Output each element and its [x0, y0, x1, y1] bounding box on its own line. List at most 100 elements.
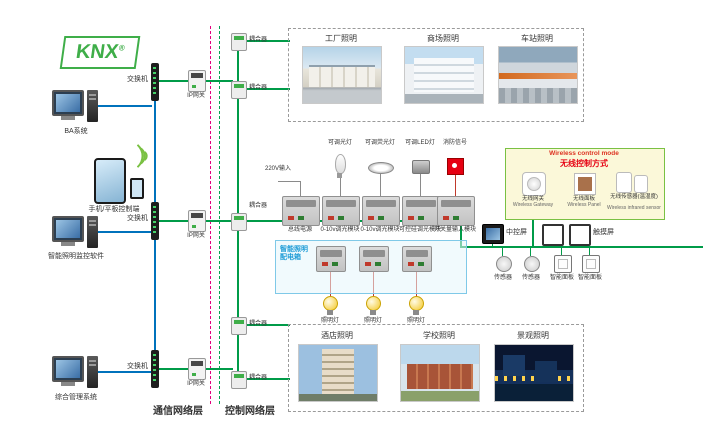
comm-layer-legend: 通信网络层	[153, 406, 203, 417]
lamp-label-3: 照明灯	[406, 318, 425, 324]
scene-label-station: 车站照明	[521, 34, 553, 43]
distbox-title-line1: 智能照明	[280, 246, 308, 253]
scene-photo-station	[498, 46, 578, 104]
line-coupler5-scenes	[245, 378, 290, 380]
wireless-sensor-label-en: Wireless infrared sensor	[607, 205, 661, 211]
monitor-icon	[52, 216, 84, 246]
dimmer-module-2	[362, 196, 400, 226]
tablet-icon	[94, 158, 126, 204]
scene-label-mall: 商场照明	[427, 34, 459, 43]
line-pc2-switch	[98, 231, 152, 233]
tower-icon	[87, 90, 98, 122]
ip-gateway-label-mid: IP网关	[187, 233, 205, 239]
line-coupler4-scenes	[245, 324, 290, 326]
coupler-icon-2	[231, 81, 247, 99]
bottom-scenes-box	[288, 324, 584, 412]
switch-label-bottom: 交换机	[127, 363, 148, 370]
stub-sensor1	[502, 246, 503, 256]
stub-sensor2	[530, 246, 531, 256]
stub-panel1	[561, 246, 562, 255]
lamp-label-1: 照明灯	[320, 318, 339, 324]
sensor-icon-1	[496, 256, 512, 272]
touch-screen-label: 触摸屏	[593, 229, 614, 236]
scene-label-factory: 工厂照明	[325, 34, 357, 43]
switch-actuator-3	[402, 246, 432, 272]
load-label-led: 可调LED灯	[405, 140, 435, 146]
lamp-label-2: 照明灯	[363, 318, 382, 324]
distribution-box-title: 智能照明 配电箱	[280, 246, 320, 263]
ba-computer	[52, 90, 98, 122]
knx-logo: KNX®	[59, 36, 141, 69]
dimmer2-label: 0-10v调光模块	[360, 227, 400, 233]
line-pc1-switch	[98, 105, 152, 107]
wifi-icon	[122, 142, 151, 170]
coupler-label-5: 耦合器	[249, 375, 268, 381]
coupler-label-1: 耦合器	[249, 37, 268, 43]
stub-ctrlscreen	[492, 242, 493, 246]
wireless-panel-icon	[574, 173, 596, 195]
smart-panel-label-1: 智能面板	[549, 275, 574, 281]
led-lamp-icon	[412, 160, 430, 174]
ip-gateway-label-bottom: IP网关	[187, 381, 205, 387]
scene-photo-landscape	[494, 344, 574, 402]
stub-panel2	[589, 246, 590, 255]
lamp-bulb-icon-2	[366, 296, 381, 315]
sensor-label-2: 传感器	[521, 275, 540, 281]
monitor-computer-label: 智能照明监控软件	[48, 253, 104, 260]
load-label-fluorescent: 可调荧光灯	[364, 140, 395, 146]
ip-gateway-icon-top	[188, 70, 206, 92]
wireless-panel-label-cn: 无线面板	[572, 196, 595, 202]
line-coupler1-scenes	[245, 40, 290, 42]
lamp-bulb-icon-3	[409, 296, 424, 315]
line-coupler2-scenes	[245, 88, 290, 90]
scene-label-landscape: 景观照明	[517, 331, 549, 340]
load-label-dimmable: 可调光灯	[327, 140, 352, 146]
coupler-label-2: 耦合器	[249, 85, 268, 91]
input-module-label: 开关量输入模块	[433, 227, 476, 233]
smart-panel-icon-1	[554, 255, 572, 273]
scene-photo-hotel	[298, 344, 378, 402]
switch-label-mid: 交换机	[127, 215, 148, 222]
scene-photo-factory	[302, 46, 382, 104]
wireless-title-cn: 无线控制方式	[560, 159, 608, 168]
triac-dimmer-module	[402, 196, 440, 226]
ip-gateway-icon-mid	[188, 210, 206, 232]
line-bus-drop	[460, 220, 462, 246]
scene-label-school: 学校照明	[423, 331, 455, 340]
phone-icon	[130, 178, 144, 199]
ba-computer-label: BA系统	[64, 128, 88, 135]
dimmer-module-1	[322, 196, 360, 226]
monitor-icon	[52, 90, 84, 120]
switch-actuator-1	[316, 246, 346, 272]
comm-layer-divider	[210, 26, 211, 404]
switch-actuator-2	[359, 246, 389, 272]
stub-fire	[455, 174, 456, 196]
stub-220v-v	[300, 181, 301, 196]
bus-power-label: 总线电源	[287, 227, 312, 233]
fire-signal-icon	[447, 158, 464, 175]
line-pc3-switch	[98, 371, 152, 373]
wireless-sensor-icon-1	[616, 172, 632, 193]
smart-panel-label-2: 智能面板	[577, 275, 602, 281]
coupler-icon-1	[231, 33, 247, 51]
switch-icon-top	[151, 63, 159, 101]
management-computer-label: 综合管理系统	[55, 394, 97, 401]
monitor-computer	[52, 216, 98, 248]
triac-dimmer-label: 可控硅调光模块	[398, 227, 441, 233]
lamp-bulb-icon-1	[323, 296, 338, 315]
wireless-gateway-label-en: Wireless Gateway	[512, 202, 554, 208]
distbox-title-line2: 配电箱	[280, 254, 301, 262]
power-input-label: 220V输入	[264, 166, 291, 172]
coupler-icon-3	[231, 213, 247, 231]
line-wireless-drop	[532, 218, 534, 246]
dimmer1-label: 0-10v调光模块	[320, 227, 360, 233]
wireless-sensor-icon-2	[634, 175, 648, 193]
coupler-icon-5	[231, 371, 247, 389]
wireless-sensor-label-cn: 无线传感器(温湿度)	[610, 194, 658, 200]
line-knx-backbone	[237, 40, 239, 380]
dimmable-lamp-icon	[335, 154, 346, 178]
input-module	[437, 196, 475, 226]
ctrl-layer-legend: 控制网络层	[225, 406, 275, 417]
fluorescent-lamp-icon	[368, 162, 394, 174]
